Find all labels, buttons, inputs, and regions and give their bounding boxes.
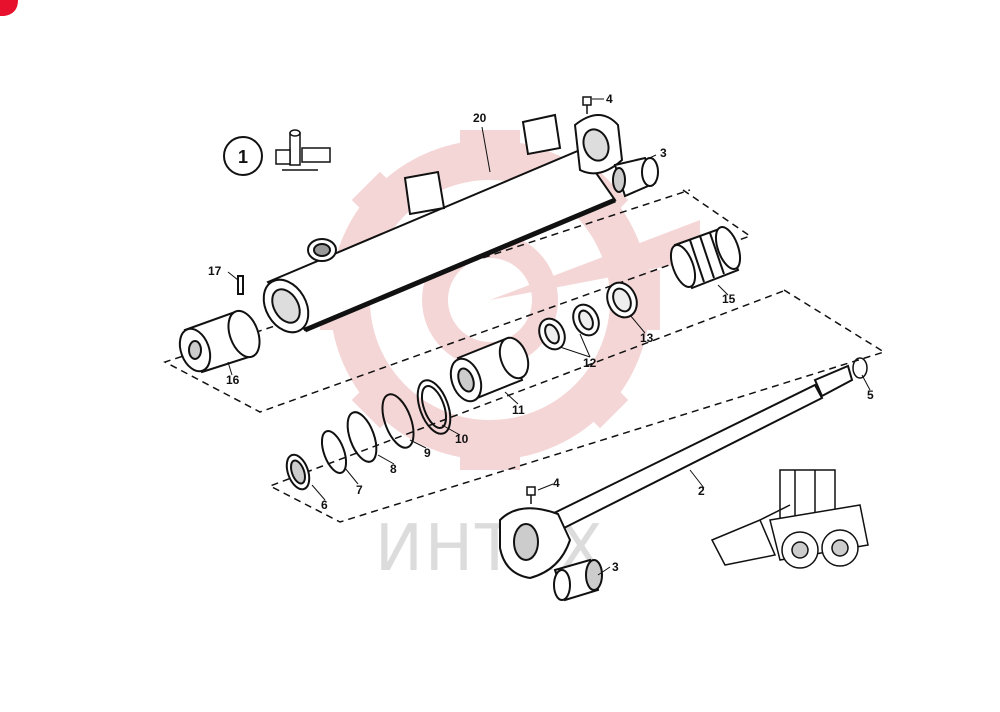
bushing-lower: [553, 558, 603, 602]
o-rings: [285, 379, 452, 491]
callout-13: 13: [640, 331, 654, 345]
wheel-loader-illustration: [710, 469, 869, 569]
callout-10: 10: [455, 432, 469, 446]
brand-corner-mark: [0, 0, 18, 16]
callout-12: 12: [583, 356, 597, 370]
cylinder-barrel: [262, 113, 624, 334]
assembly-marker: 1: [223, 136, 263, 176]
guide-ring: [606, 281, 638, 319]
detail-icon: [275, 129, 331, 171]
grease-nipple-upper: [582, 96, 592, 114]
retaining-ring: [852, 357, 868, 379]
callout-20: 20: [473, 111, 487, 125]
piston-body: [449, 336, 530, 403]
callout-3-upper: 3: [660, 146, 667, 160]
piston-rod: [499, 364, 854, 580]
callout-4-upper: 4: [606, 92, 613, 106]
callout-5: 5: [867, 388, 874, 402]
leader-lines: [227, 98, 871, 576]
grease-nipple-lower: [526, 486, 536, 504]
piston: [669, 226, 742, 290]
callout-17: 17: [208, 264, 222, 278]
callout-15: 15: [722, 292, 736, 306]
callout-6: 6: [321, 498, 328, 512]
callout-2: 2: [698, 484, 705, 498]
callout-9: 9: [424, 446, 431, 460]
callout-7: 7: [356, 483, 363, 497]
seal-rings: [538, 303, 600, 351]
callout-11: 11: [512, 403, 525, 417]
callout-8: 8: [390, 462, 397, 476]
set-pin: [237, 275, 244, 295]
assembly-marker-label: 1: [238, 147, 248, 167]
cylinder-head: [178, 309, 261, 374]
callout-3-lower: 3: [612, 560, 619, 574]
callout-16: 16: [226, 373, 240, 387]
callout-4-lower: 4: [553, 476, 560, 490]
bushing-upper: [612, 156, 659, 198]
watermark-gear: [320, 130, 700, 470]
